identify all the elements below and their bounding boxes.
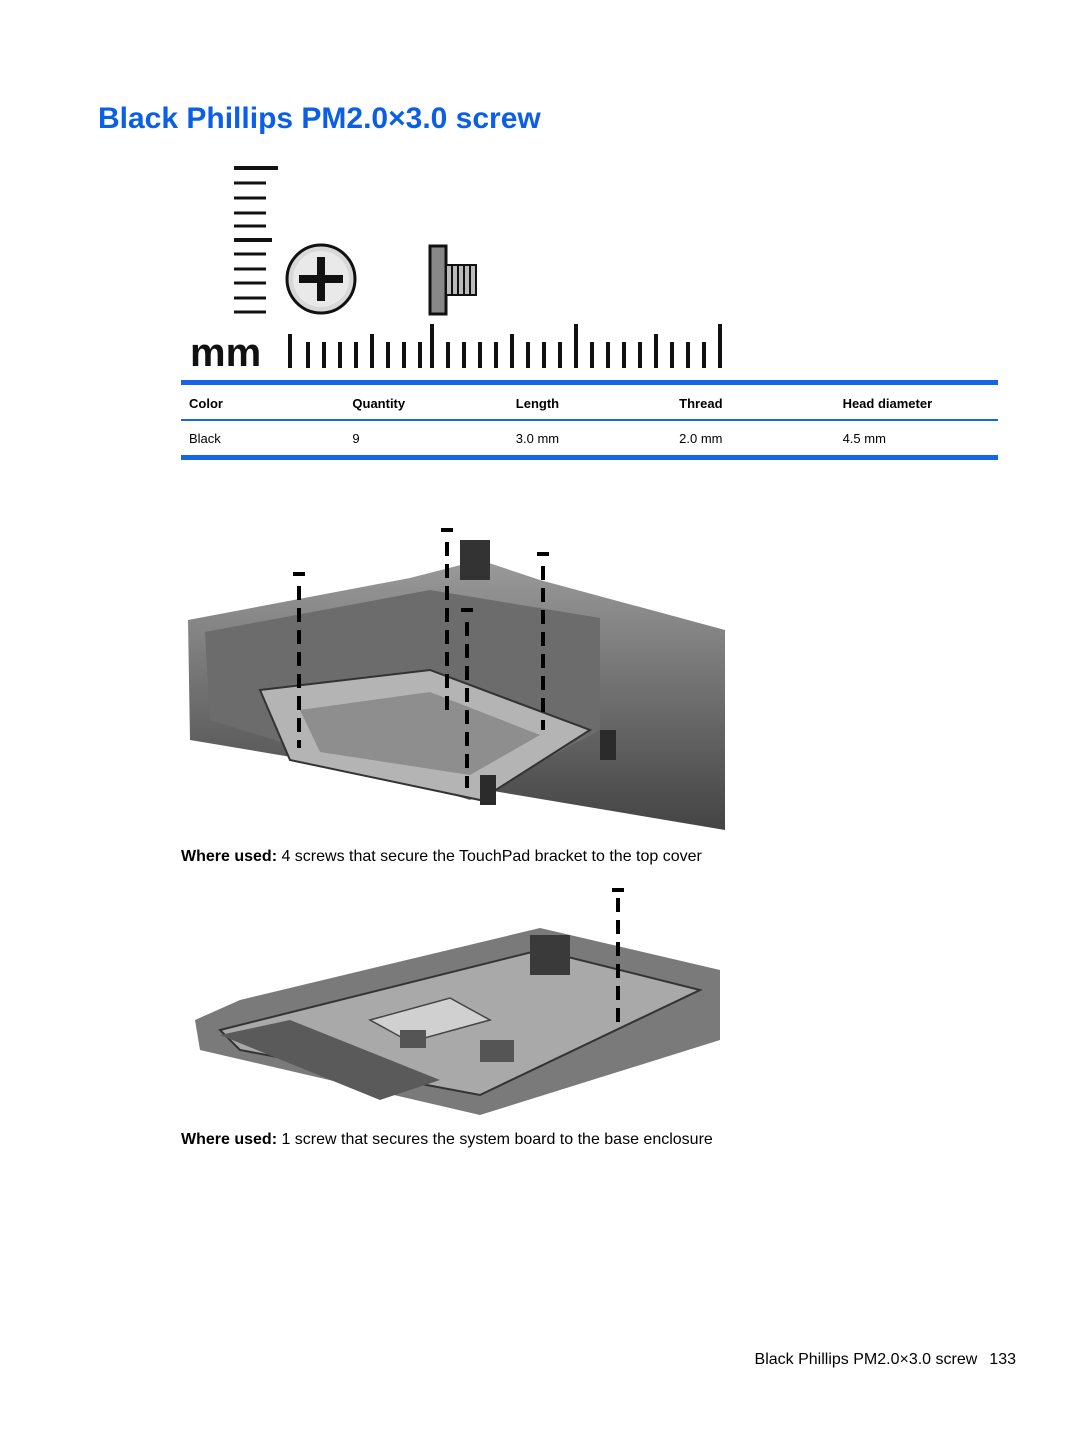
column-header-color: Color [181,385,345,421]
page-title: Black Phillips PM2.0×3.0 screw [98,102,541,135]
screw-side-icon [428,244,477,316]
horizontal-ruler [288,324,722,368]
cell-length: 3.0 mm [515,430,560,446]
cell-head-diameter: 4.5 mm [842,430,886,446]
column-header-head-diameter: Head diameter [834,385,998,421]
screw-head-icon [285,243,357,315]
where-used-label: Where used: [181,848,278,865]
page-number: 133 [989,1351,1016,1368]
column-header-thread: Thread [671,385,835,421]
table-header-row: Color Quantity Length Thread Head diamet… [181,385,998,421]
screw-callout-lines [297,542,545,788]
screw-ruler-illustration: mm [190,166,722,375]
system-board-illustration [195,888,720,1115]
vertical-ruler [234,166,278,314]
column-header-quantity: Quantity [344,385,508,421]
touchpad-bracket-illustration [188,528,725,830]
where-used-caption-2: Where used: 1 screw that secures the sys… [181,1131,713,1149]
table-row: Black 9 3.0 mm 2.0 mm 4.5 mm [181,420,998,455]
cell-thread: 2.0 mm [679,430,723,446]
cell-color: Black [189,430,221,446]
where-used-text: 4 screws that secure the TouchPad bracke… [277,848,702,865]
screw-spec-table: Color Quantity Length Thread Head diamet… [181,380,998,460]
cell-quantity: 9 [352,430,360,446]
where-used-label: Where used: [181,1131,278,1148]
where-used-text: 1 screw that secures the system board to… [277,1131,713,1148]
where-used-caption-1: Where used: 4 screws that secure the Tou… [181,848,702,866]
footer-running-title: Black Phillips PM2.0×3.0 screw [754,1351,978,1368]
ruler-unit-label: mm [190,331,261,375]
page-footer: Black Phillips PM2.0×3.0 screw 133 [755,1351,1016,1369]
column-header-length: Length [507,385,672,421]
